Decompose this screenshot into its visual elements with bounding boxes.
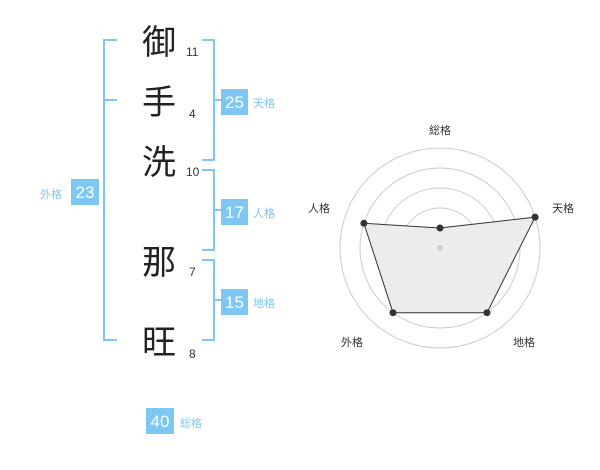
name-char-4: 那	[142, 243, 176, 283]
stroke-count-1: 11	[186, 45, 199, 59]
radar-ring-5	[339, 147, 541, 349]
radar-point-5	[360, 219, 368, 227]
stroke-count-5: 8	[189, 347, 196, 361]
jinkaku-value: 17	[225, 203, 244, 222]
chikaku-bracket	[202, 259, 221, 341]
tenkaku-box	[221, 89, 248, 115]
gaikaku-bracket	[103, 39, 117, 341]
soukaku-box	[146, 408, 174, 434]
tenkaku-label: 天格	[253, 96, 275, 110]
radar-axis-label-jinkaku: 人格	[308, 201, 330, 215]
radar-axis-label-gaikaku: 外格	[341, 335, 363, 349]
chikaku-box	[221, 289, 248, 315]
stroke-count-3: 10	[186, 165, 200, 179]
radar-axis-label-tenkaku: 天格	[552, 201, 574, 215]
fortune-radar-chart: 総格 天格 地格 外格 人格	[308, 123, 574, 349]
radar-point-3	[483, 309, 491, 317]
stroke-count-4: 7	[189, 265, 196, 279]
jinkaku-bracket	[202, 169, 221, 251]
name-char-5: 旺	[142, 323, 176, 363]
tenkaku-value: 25	[225, 93, 244, 112]
soukaku-label: 総格	[180, 416, 202, 430]
radar-point-2	[531, 213, 539, 221]
chikaku-value: 15	[225, 293, 244, 312]
soukaku-value: 40	[151, 412, 170, 431]
name-char-2: 手	[142, 83, 176, 123]
name-char-1: 御	[142, 23, 176, 63]
gaikaku-label: 外格	[40, 187, 62, 201]
stroke-count-2: 4	[189, 107, 196, 121]
radar-polygon	[363, 216, 536, 314]
jinkaku-label: 人格	[253, 206, 275, 220]
gaikaku-value: 23	[76, 183, 95, 202]
radar-axis-label-soukaku: 総格	[429, 123, 451, 137]
tenkaku-bracket	[202, 39, 221, 161]
chikaku-label: 地格	[253, 296, 275, 310]
radar-center-dot	[437, 245, 443, 251]
name-char-3: 洗	[142, 143, 176, 183]
radar-axis-label-chikaku: 地格	[513, 335, 535, 349]
radar-point-1	[436, 224, 444, 232]
jinkaku-box	[221, 199, 248, 225]
radar-point-4	[389, 309, 397, 317]
gaikaku-box	[71, 179, 99, 205]
